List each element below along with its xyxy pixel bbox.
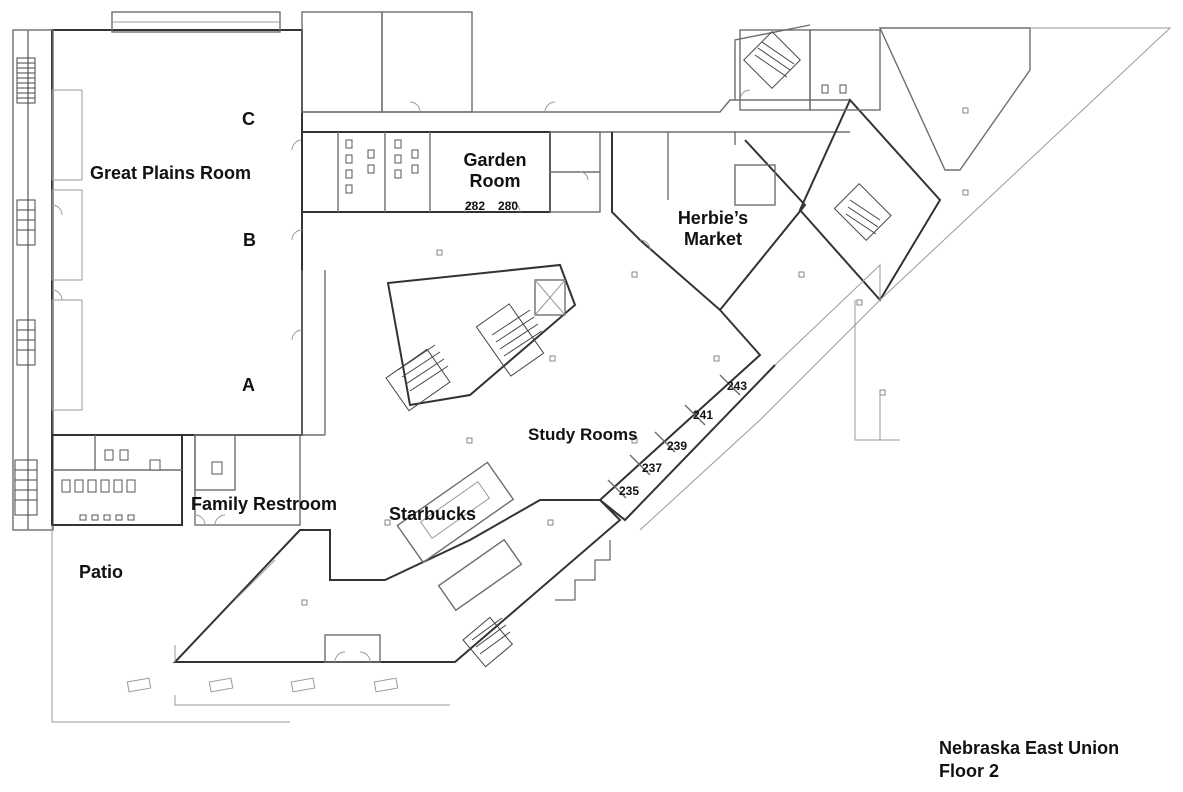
study-rooms-label: Study Rooms bbox=[528, 425, 638, 444]
room-280-label: 280 bbox=[498, 199, 519, 213]
room-282-label: 282 bbox=[465, 199, 486, 213]
patio-outline bbox=[51, 525, 450, 723]
room-243-label: 243 bbox=[727, 379, 748, 393]
room-241-label: 241 bbox=[693, 408, 714, 422]
northeast-wing bbox=[739, 27, 1172, 302]
map-title-line1: Nebraska East Union bbox=[939, 738, 1120, 758]
herbies-market-label-line2: Market bbox=[683, 228, 743, 249]
garden-room-label-line2: Room bbox=[469, 170, 521, 191]
structural-columns bbox=[301, 107, 969, 606]
central-atrium bbox=[301, 263, 577, 436]
garden-room-walls bbox=[301, 131, 601, 213]
garden-room-label: Garden Room bbox=[454, 150, 536, 191]
section-a-label: A bbox=[242, 375, 255, 395]
room-239-label: 239 bbox=[667, 439, 688, 453]
great-plains-room-label: Great Plains Room bbox=[90, 163, 252, 183]
map-title-line2: Floor 2 bbox=[939, 761, 1000, 781]
herbies-market-label-line1: Herbie’s bbox=[677, 208, 749, 228]
west-stairs bbox=[14, 57, 38, 516]
great-plains-room-walls bbox=[12, 11, 303, 531]
section-b-label: B bbox=[243, 230, 256, 250]
map-title: Nebraska East Union Floor 2 bbox=[939, 737, 1119, 783]
starbucks-label: Starbucks bbox=[389, 504, 477, 524]
patio-label: Patio bbox=[79, 562, 124, 582]
herbies-market-label: Herbie’s Market bbox=[668, 208, 758, 249]
study-rooms-walls bbox=[598, 263, 900, 531]
starbucks-area bbox=[172, 434, 622, 668]
garden-room-label-line1: Garden bbox=[463, 150, 527, 170]
section-c-label: C bbox=[242, 109, 255, 129]
herbies-market-walls bbox=[611, 132, 807, 312]
room-235-label: 235 bbox=[619, 484, 640, 498]
family-restroom-label: Family Restroom bbox=[191, 494, 338, 514]
room-237-label: 237 bbox=[642, 461, 663, 475]
